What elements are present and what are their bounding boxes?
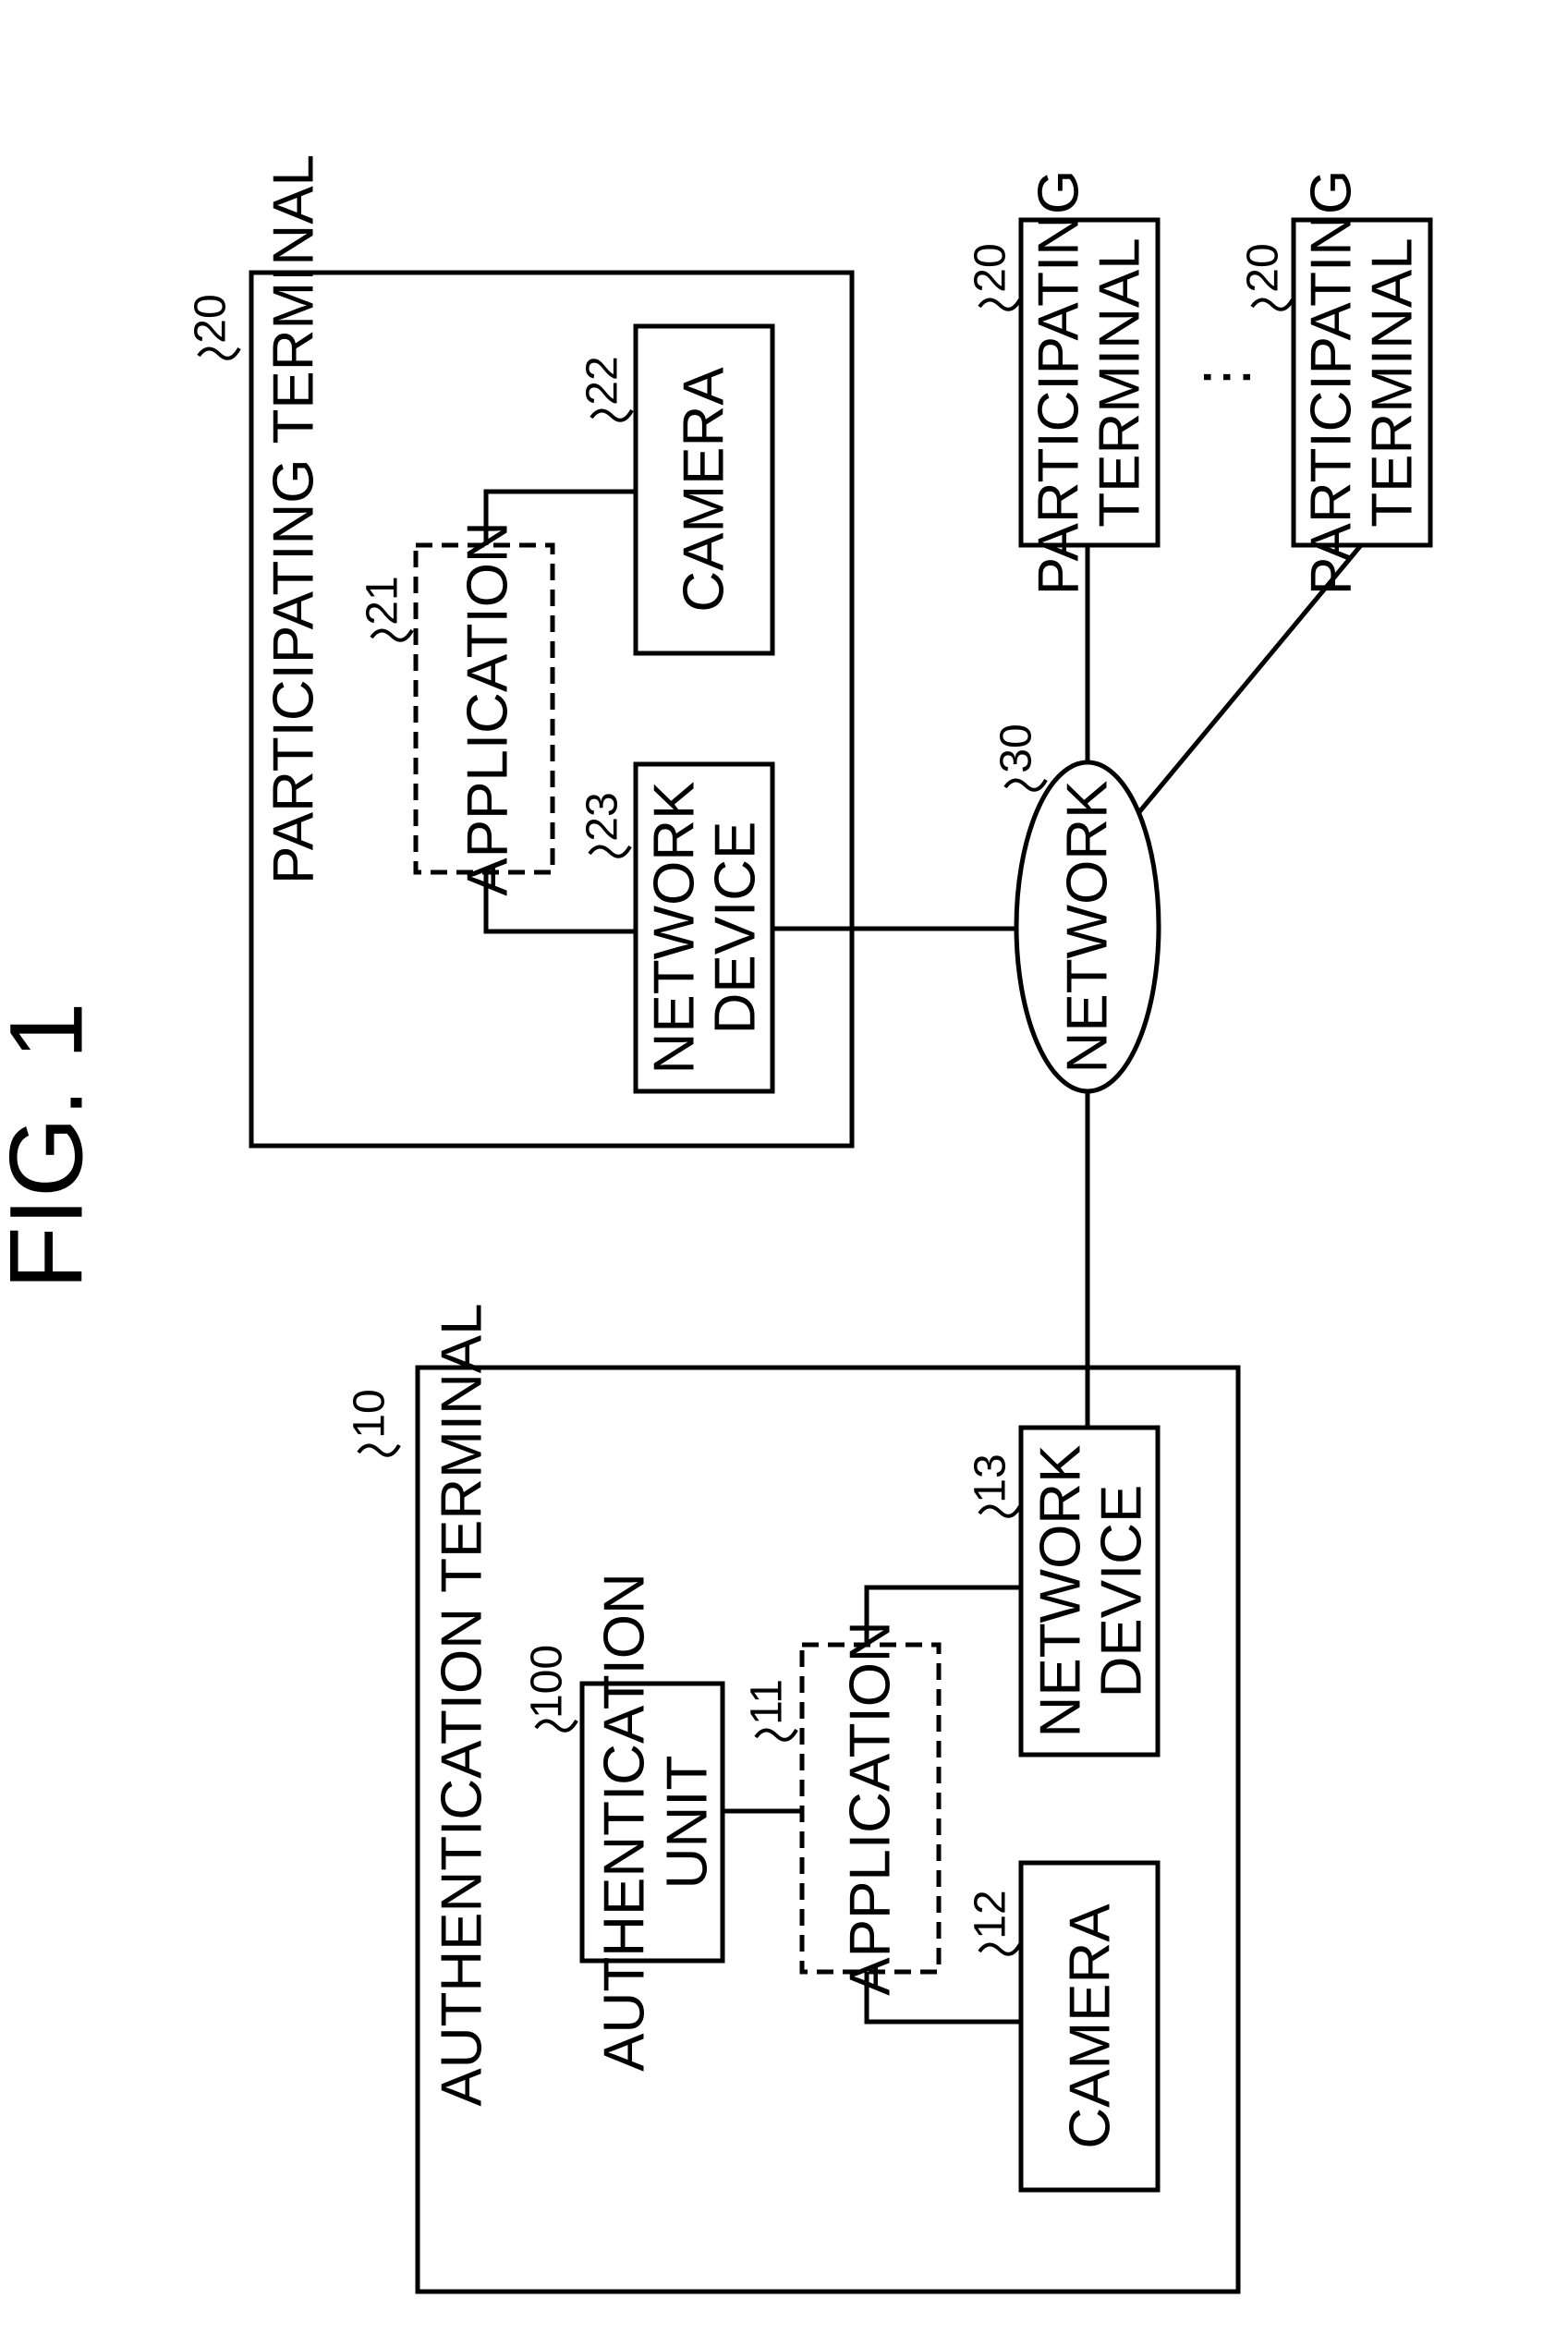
other-participating-terminal-b: PARTICIPATING TERMINAL 20: [1239, 170, 1431, 595]
participating-terminal-title: PARTICIPATING TERMINAL: [262, 154, 326, 884]
other-terminal-a-line1: PARTICIPATING: [1027, 170, 1091, 595]
other-terminal-a-line2: TERMINAL: [1088, 237, 1152, 527]
auth-camera-label: CAMERA: [1059, 1903, 1123, 2149]
auth-unit-line2: UNIT: [656, 1756, 720, 1890]
pt-camera-label: CAMERA: [673, 367, 736, 613]
pt-application-label: APPLICATION: [456, 521, 520, 895]
auth-camera-ref: 12: [966, 1890, 1015, 1939]
pt-camera-ref: 22: [578, 356, 627, 405]
other-terminal-b-line2: TERMINAL: [1361, 237, 1425, 527]
other-participating-terminal-a: PARTICIPATING TERMINAL 20: [966, 170, 1159, 595]
auth-terminal-ref: 10: [346, 1389, 395, 1438]
pt-network-device-ref: 23: [578, 792, 627, 841]
network-ref-leader: [1005, 780, 1046, 790]
other-terminal-a-ref: 20: [966, 243, 1015, 292]
auth-terminal-title: AUTHENTICATION TERMINAL: [431, 1303, 494, 2106]
participating-terminal: PARTICIPATING TERMINAL 20 APPLICATION 21…: [187, 154, 853, 1146]
auth-application-ref: 11: [743, 1679, 792, 1725]
other-terminal-b-line1: PARTICIPATING: [1300, 170, 1364, 595]
auth-network-device-ref: 13: [966, 1453, 1015, 1502]
participating-terminal-ref-leader: [199, 348, 239, 359]
other-terminal-b-ref-leader: [1252, 299, 1293, 310]
auth-unit-ref: 100: [523, 1645, 572, 1719]
figure-title: FIG. 1: [0, 1002, 104, 1289]
other-terminal-b-ref: 20: [1239, 243, 1288, 292]
network: NETWORK 30: [772, 545, 1361, 1428]
ellipsis-more-terminals: ⋮: [1195, 348, 1258, 406]
pt-application-ref: 21: [359, 576, 407, 625]
network-label: NETWORK: [1056, 781, 1120, 1074]
auth-terminal-ref-leader: [359, 1445, 399, 1455]
auth-unit-line1: AUTHENTICATION: [593, 1573, 657, 2072]
pt-network-device-line1: NETWORK: [643, 782, 707, 1075]
network-ref: 30: [992, 724, 1041, 772]
pt-network-device-line2: DEVICE: [704, 821, 768, 1035]
other-terminal-a-ref-leader: [979, 299, 1020, 310]
auth-network-device-line2: DEVICE: [1090, 1485, 1154, 1698]
auth-application-label: APPLICATION: [839, 1621, 903, 1995]
participating-terminal-ref: 20: [187, 294, 236, 343]
authentication-terminal: AUTHENTICATION TERMINAL 10 AUTHENTICATIO…: [346, 1303, 1239, 2292]
auth-network-device-line1: NETWORK: [1029, 1445, 1093, 1738]
